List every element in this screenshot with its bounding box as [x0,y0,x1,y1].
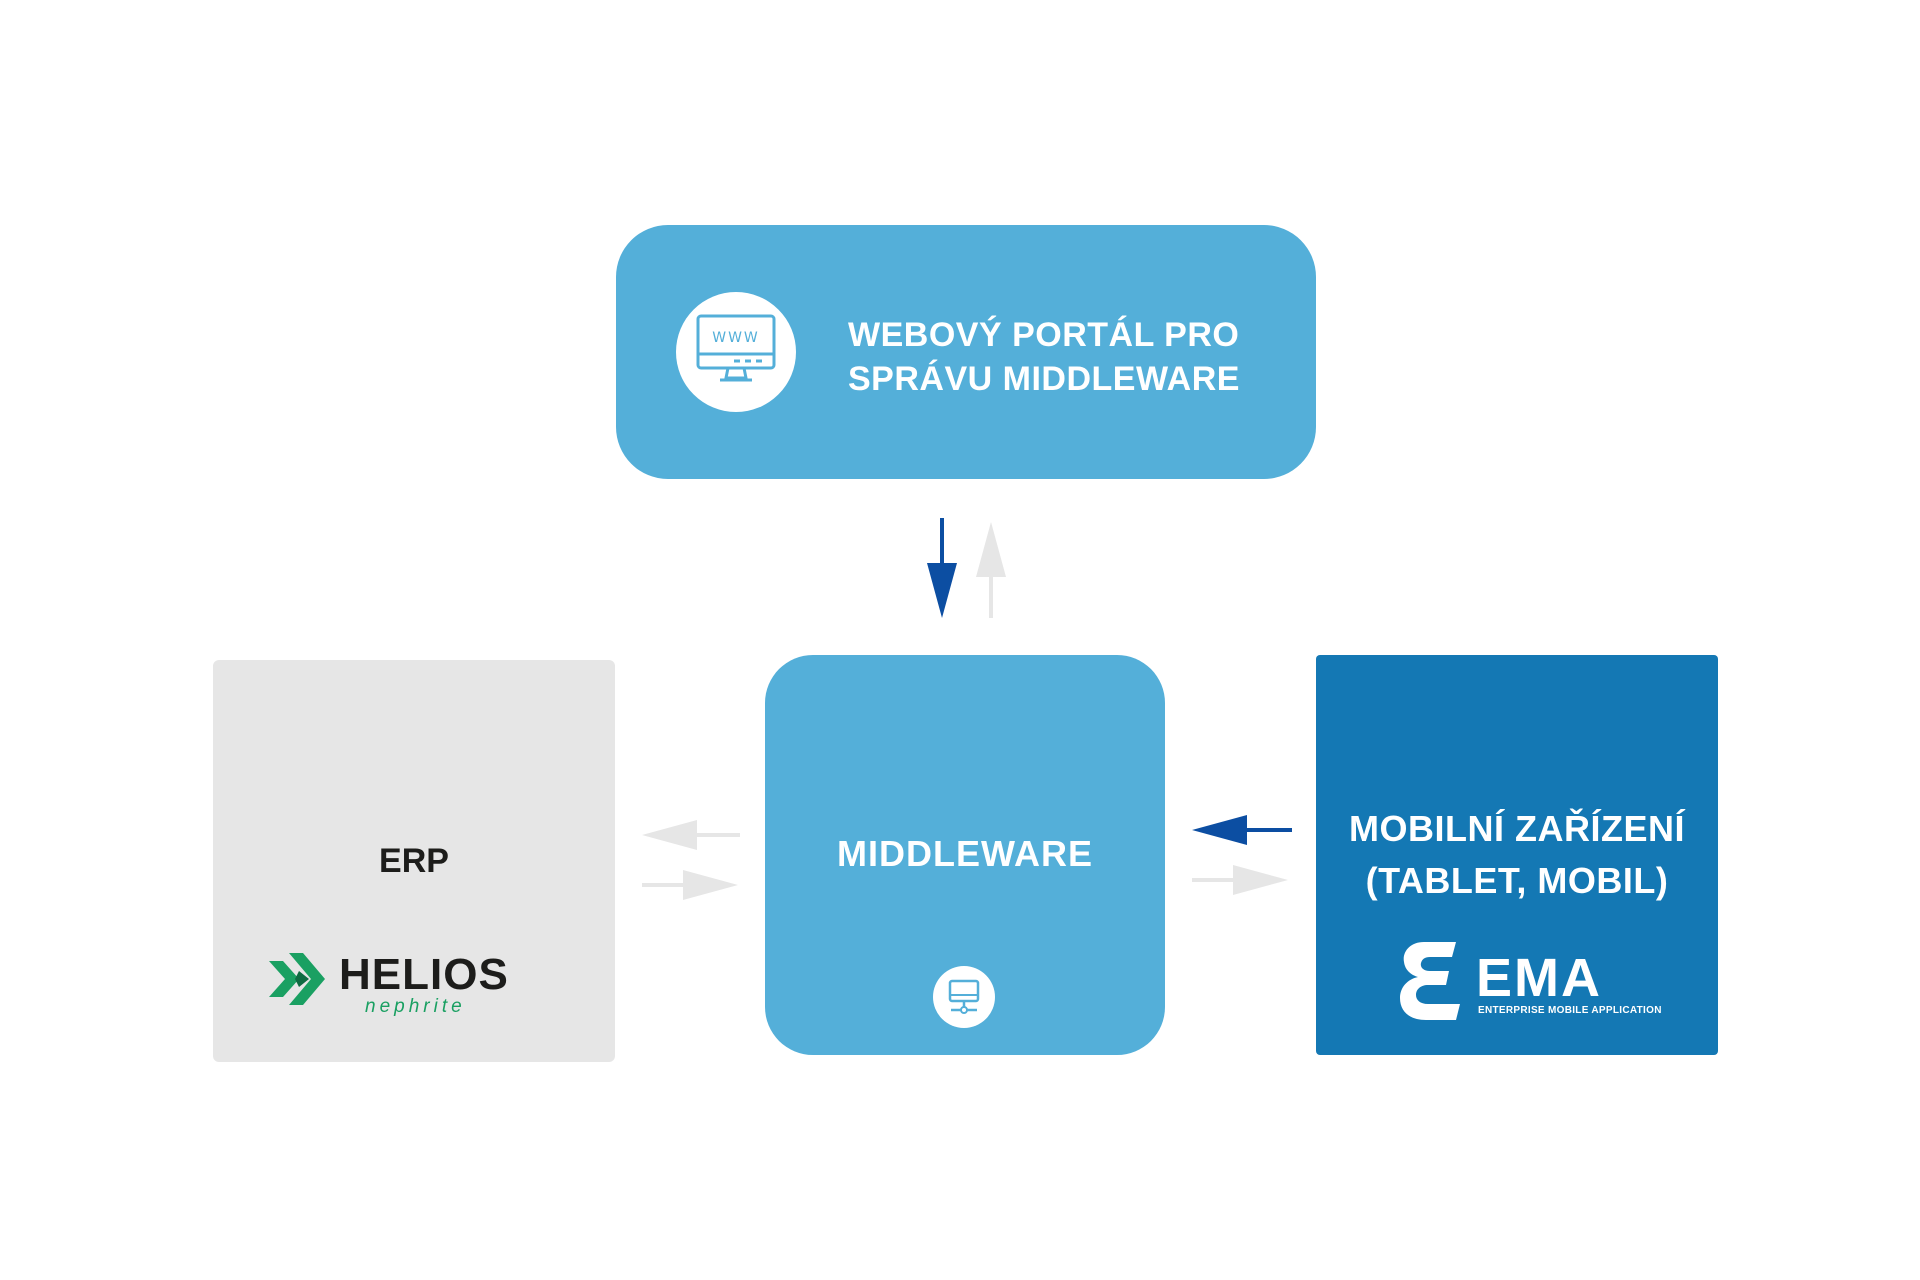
arrow-mobile-to-middleware [1192,815,1292,845]
erp-title: ERP [379,842,449,880]
middleware-title: MIDDLEWARE [837,833,1093,874]
portal-title-line2: SPRÁVU MIDDLEWARE [848,360,1240,398]
helios-logo-sub: nephrite [365,996,466,1017]
ema-logo-name: EMA [1476,948,1602,1008]
network-monitor-icon [933,966,995,1028]
portal-title: WEBOVÝ PORTÁL PRO SPRÁVU MIDDLEWARE [848,313,1288,401]
helios-logo-name: HELIOS [339,950,509,999]
www-icon-text: WWW [712,330,760,346]
mobile-title-line1: MOBILNÍ ZAŘÍZENÍ [1349,808,1685,849]
middleware-box: MIDDLEWARE [765,655,1165,1055]
arrow-middleware-to-erp [642,820,740,850]
ema-e-icon [1400,942,1460,1020]
arrow-middleware-to-mobile [1192,865,1288,895]
mobile-title-line2: (TABLET, MOBIL) [1365,860,1669,901]
arrow-middleware-to-portal [976,522,1006,618]
arrow-erp-to-middleware [642,870,738,900]
helios-chevron-icon [269,953,325,1005]
www-monitor-icon: WWW [676,292,796,412]
web-portal-box: WWW WEBOVÝ PORTÁL PRO SPRÁVU MIDDLEWARE [616,225,1316,479]
arrow-portal-to-middleware [927,518,957,618]
portal-title-line1: WEBOVÝ PORTÁL PRO [848,316,1240,354]
erp-box: ERP HELIOS nephrite [213,660,615,1062]
mobile-devices-box: MOBILNÍ ZAŘÍZENÍ (TABLET, MOBIL) EMA ENT… [1316,655,1718,1055]
mobile-title: MOBILNÍ ZAŘÍZENÍ (TABLET, MOBIL) [1316,803,1718,907]
ema-logo-sub: ENTERPRISE MOBILE APPLICATION [1478,1005,1662,1016]
